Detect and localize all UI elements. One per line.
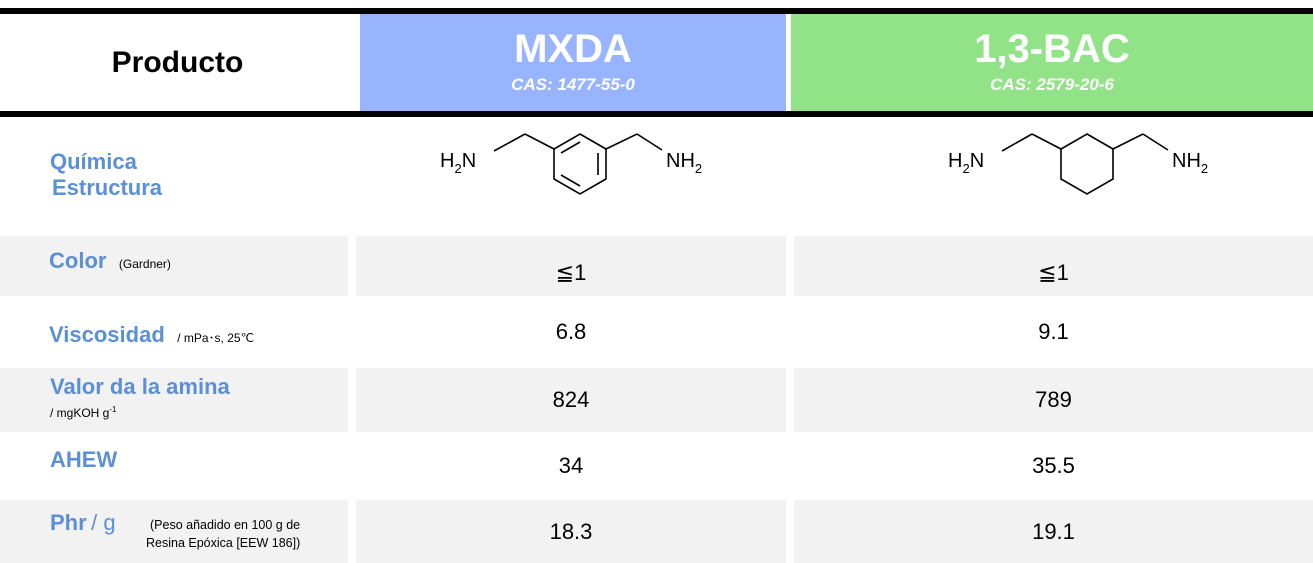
header-bac: 1,3-BAC CAS: 2579-20-6 (791, 14, 1313, 111)
amine-label-text: Valor da la amina (50, 374, 230, 399)
color-value-bac: ≦1 (1038, 260, 1069, 285)
header-separator (786, 14, 791, 111)
structure-label-line2: Estructura (52, 175, 163, 200)
column-separator (786, 434, 794, 498)
bac-left-h: H (948, 150, 962, 172)
row-color: Color (Gardner) ≦1 ≦1 (0, 236, 1313, 296)
phr-label-text: Phr (50, 510, 87, 535)
product-cas-bac: CAS: 2579-20-6 (990, 75, 1114, 94)
cell-phr-mxda: 18.3 (356, 500, 786, 563)
structure-mxda: H2N NH2 (356, 117, 786, 233)
ahew-value-mxda: 34 (558, 453, 584, 478)
svg-text:H2N: H2N (440, 150, 476, 176)
row-ahew: AHEW 34 35.5 (0, 434, 1313, 498)
color-unit: (Gardner) (118, 257, 171, 271)
row-amine-value: Valor da la amina / mgKOH g-1 824 789 (0, 368, 1313, 432)
cell-phr-bac: 19.1 (794, 500, 1313, 563)
phr-note-line2: Resina Epóxica [EEW 186]) (146, 536, 301, 550)
row-structure: Química Estructura H2N NH2 (0, 117, 1313, 233)
viscosity-label: Viscosidad / mPa･s, 25℃ (0, 298, 348, 366)
bac-right-nh: NH (1172, 150, 1201, 172)
viscosity-label-text: Viscosidad (49, 322, 165, 347)
viscosity-unit: / mPa･s, 25℃ (177, 331, 255, 345)
amine-label: Valor da la amina / mgKOH g-1 (0, 368, 348, 432)
amine-value-mxda: 824 (552, 387, 590, 412)
product-cas-mxda: CAS: 1477-55-0 (511, 75, 635, 94)
cell-color-bac: ≦1 (794, 236, 1313, 296)
column-separator (786, 500, 794, 563)
cell-ahew-mxda: 34 (356, 434, 786, 498)
svg-text:H2N: H2N (948, 150, 984, 176)
amine-unit: / mgKOH g-1 (50, 405, 117, 420)
mxda-left-h: H (440, 150, 454, 172)
structure-label-line1: Química (50, 149, 137, 174)
cell-amine-mxda: 824 (356, 368, 786, 432)
column-separator (348, 434, 356, 498)
column-separator (786, 117, 794, 233)
header-mxda: MXDA CAS: 1477-55-0 (360, 14, 786, 111)
svg-text:NH2: NH2 (1172, 150, 1208, 176)
viscosity-value-bac: 9.1 (1038, 319, 1069, 344)
column-separator (348, 298, 356, 366)
column-separator (786, 298, 794, 366)
ahew-label: AHEW (0, 434, 348, 498)
mxda-right-nh: NH (666, 150, 695, 172)
product-name-mxda: MXDA (514, 27, 632, 71)
cell-viscosity-bac: 9.1 (794, 298, 1313, 366)
cell-amine-bac: 789 (794, 368, 1313, 432)
structure-label: Química Estructura (0, 117, 348, 233)
ahew-value-bac: 35.5 (1032, 453, 1075, 478)
phr-label: Phr / g (Peso añadido en 100 g de Resina… (0, 500, 348, 563)
column-separator (348, 236, 356, 296)
cell-ahew-bac: 35.5 (794, 434, 1313, 498)
column-separator (786, 368, 794, 432)
phr-label-unit: / g (91, 510, 116, 535)
phr-value-mxda: 18.3 (549, 518, 593, 544)
row-phr: Phr / g (Peso añadido en 100 g de Resina… (0, 500, 1313, 563)
top-rule (0, 8, 1313, 14)
cell-viscosity-mxda: 6.8 (356, 298, 786, 366)
column-separator (348, 500, 356, 563)
cell-color-mxda: ≦1 (356, 236, 786, 296)
color-value-mxda: ≦1 (555, 260, 587, 285)
phr-value-bac: 19.1 (1032, 518, 1075, 544)
phr-note-line1: (Peso añadido en 100 g de (150, 518, 301, 532)
amine-value-bac: 789 (1035, 387, 1072, 412)
header-rule (0, 111, 1313, 117)
column-separator (786, 236, 794, 296)
column-separator (348, 117, 356, 233)
ahew-label-text: AHEW (50, 447, 118, 472)
structure-bac: H2N NH2 (794, 117, 1313, 233)
viscosity-value-mxda: 6.8 (555, 319, 587, 344)
mxda-structure-diagram: H2N NH2 (440, 133, 702, 195)
color-label-text: Color (49, 248, 107, 273)
color-label: Color (Gardner) (0, 236, 348, 296)
header-product-label: Producto (0, 14, 355, 111)
svg-text:NH2: NH2 (666, 150, 702, 176)
column-separator (348, 368, 356, 432)
header-separator (355, 14, 360, 111)
bac-structure-diagram: H2N NH2 (948, 133, 1208, 195)
product-name-bac: 1,3-BAC (974, 27, 1130, 71)
row-viscosity: Viscosidad / mPa･s, 25℃ 6.8 9.1 (0, 298, 1313, 366)
product-label: Producto (111, 45, 244, 79)
